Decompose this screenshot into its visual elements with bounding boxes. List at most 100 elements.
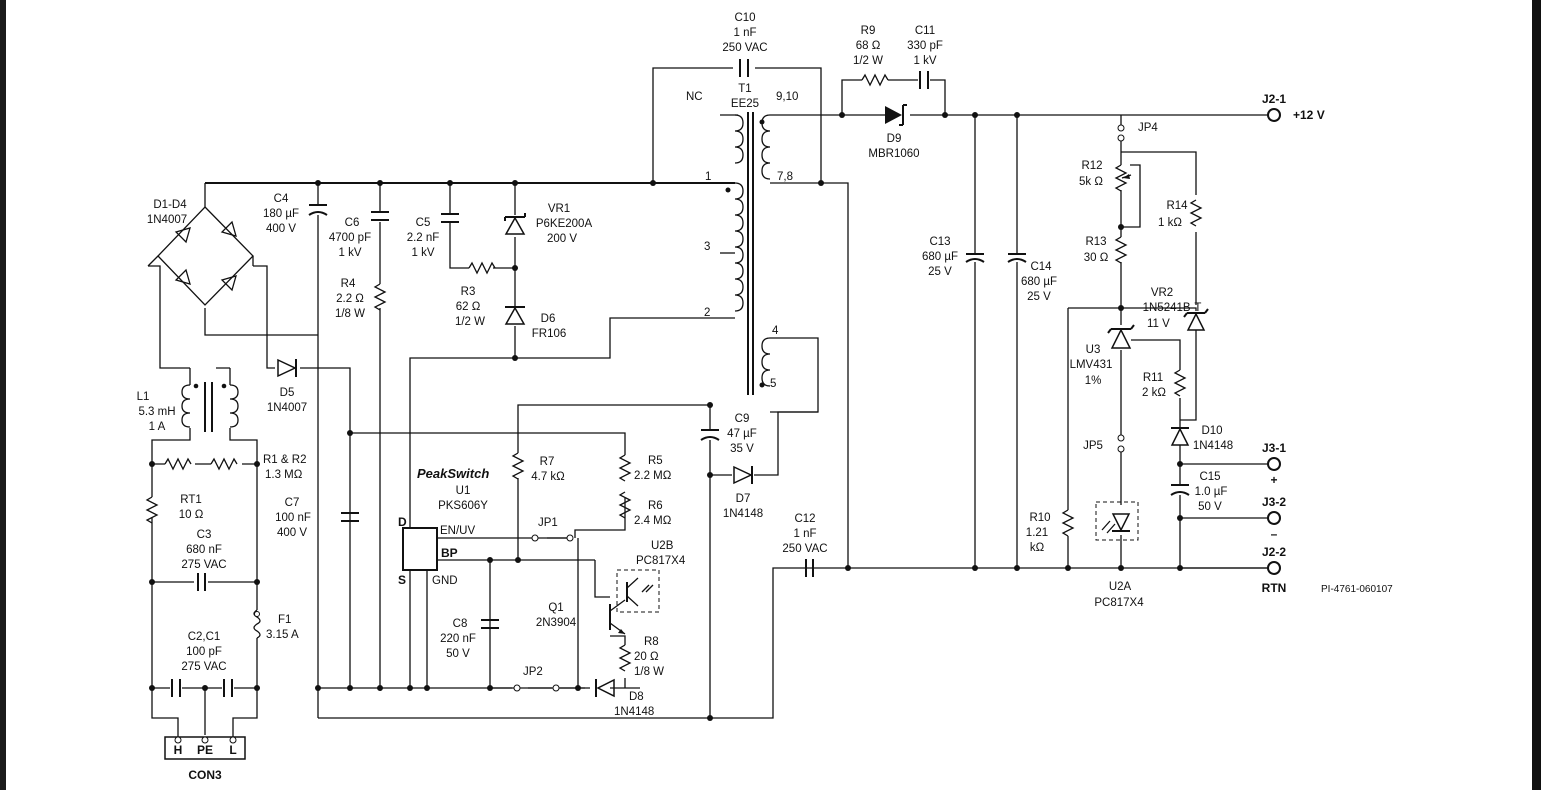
d7-ref: D7 [736, 493, 751, 505]
u2b-part: PC817X4 [636, 555, 686, 567]
l1-value: 5.3 mH [138, 406, 175, 418]
c8-value: 220 nF [440, 633, 476, 645]
c8-rating: 50 V [446, 648, 470, 660]
transformer-t1-symbol [720, 112, 771, 395]
c5-value: 2.2 nF [407, 232, 440, 244]
r7-value: 4.7 kΩ [531, 471, 565, 483]
c14-ref: C14 [1030, 261, 1052, 273]
r9-power: 1/2 W [853, 55, 883, 67]
t1-pin-9-10: 9,10 [776, 91, 798, 103]
r12-value: 5k Ω [1079, 176, 1103, 188]
t1-core: EE25 [731, 98, 759, 110]
t1-pin-7-8: 7,8 [777, 171, 793, 183]
u3-part: LMV431 [1070, 359, 1113, 371]
r3-value: 62 Ω [456, 301, 481, 313]
c10-value: 1 nF [733, 27, 756, 39]
r3-power: 1/2 W [455, 316, 485, 328]
diode-d8-symbol [595, 678, 615, 698]
potentiometer-r12-symbol [1115, 164, 1132, 192]
r10-ref: R10 [1029, 512, 1050, 524]
u1-pin-enuv: EN/UV [440, 525, 475, 537]
resistor-r14-symbol [1190, 199, 1202, 227]
c7-rating: 400 V [277, 527, 307, 539]
r8-ref: R8 [644, 636, 659, 648]
r5-ref: R5 [648, 455, 663, 467]
resistor-r3-symbol [468, 262, 496, 274]
c11-value: 330 pF [907, 40, 943, 52]
c6-rating: 1 kV [338, 247, 361, 259]
u1-ref: U1 [456, 485, 471, 497]
j2-2-rtn: RTN [1262, 581, 1287, 595]
c7-ref: C7 [285, 497, 300, 509]
jumper-jp4-symbol [1117, 124, 1125, 142]
r10-value: 1.21 [1026, 527, 1048, 539]
t1-ref: T1 [738, 83, 751, 95]
c13-value: 680 µF [922, 251, 958, 263]
r8-value: 20 Ω [634, 651, 659, 663]
optocoupler-u2b-symbol [616, 569, 660, 613]
r4-ref: R4 [341, 278, 356, 290]
c12-rating: 250 VAC [782, 543, 827, 555]
c4-value: 180 µF [263, 208, 299, 220]
c15-rating: 50 V [1198, 501, 1222, 513]
inductor-l1-symbol [181, 382, 239, 432]
d10-ref: D10 [1201, 425, 1222, 437]
r7-ref: R7 [540, 456, 555, 468]
capacitor-c8-symbol [481, 619, 499, 629]
t1-pin-2: 2 [704, 307, 710, 319]
j3-2-polarity: – [1271, 527, 1278, 541]
diode-d10-symbol [1170, 427, 1190, 446]
d10-part: 1N4148 [1193, 440, 1233, 452]
diode-d6-symbol [504, 306, 526, 325]
capacitor-c14-symbol [1007, 253, 1027, 263]
c5-ref: C5 [416, 217, 431, 229]
c6-value: 4700 pF [329, 232, 371, 244]
u2a-part: PC817X4 [1094, 597, 1144, 609]
c15-value: 1.0 µF [1195, 486, 1228, 498]
diode-d7-symbol [733, 465, 753, 485]
con3-pin-l: L [229, 743, 236, 757]
capacitor-c7-symbol [341, 512, 359, 522]
d7-part: 1N4148 [723, 508, 763, 520]
t1-pin-1: 1 [705, 171, 711, 183]
optocoupler-u2a-symbol [1095, 501, 1139, 541]
resistor-r13-symbol [1115, 236, 1127, 264]
c11-rating: 1 kV [913, 55, 936, 67]
wires [148, 67, 1268, 737]
resistor-r7-symbol [512, 452, 524, 480]
capacitor-c6-symbol [371, 211, 389, 221]
j3-1-ref: J3-1 [1262, 441, 1286, 455]
capacitor-c2-symbol [171, 679, 181, 697]
vr1-part: P6KE200A [536, 218, 593, 230]
con3-pin-h: H [174, 743, 183, 757]
r9-value: 68 Ω [856, 40, 881, 52]
u1-pin-gnd: GND [432, 575, 458, 587]
d6-part: FR106 [532, 328, 567, 340]
r13-ref: R13 [1085, 236, 1106, 248]
bridge-rectifier-d1-d4-symbol [147, 206, 254, 306]
jumper-jp2-symbol [513, 684, 560, 692]
r11-value: 2 kΩ [1142, 387, 1166, 399]
jp5-ref: JP5 [1083, 440, 1103, 452]
c4-ref: C4 [274, 193, 289, 205]
right-border [1532, 0, 1541, 790]
f1-ref: F1 [278, 614, 291, 626]
r1-r2-ref: R1 & R2 [263, 454, 306, 466]
jp1-ref: JP1 [538, 517, 558, 529]
c13-rating: 25 V [928, 266, 952, 278]
capacitor-c1-symbol [223, 679, 233, 697]
c11-ref: C11 [915, 25, 935, 37]
u1-pin-d: D [398, 515, 407, 529]
capacitor-c5-symbol [441, 213, 459, 223]
vr2-rating: 11 V [1147, 318, 1170, 330]
r9-ref: R9 [861, 25, 876, 37]
d1-d4-part: 1N4007 [147, 214, 187, 226]
u1-pin-bp: BP [441, 546, 458, 560]
r14-ref: R14 [1166, 200, 1188, 212]
u2b-ref: U2B [651, 540, 674, 552]
d1-d4-ref: D1-D4 [153, 199, 187, 211]
c10-ref: C10 [734, 12, 755, 24]
r5-value: 2.2 MΩ [634, 470, 672, 482]
c9-ref: C9 [735, 413, 750, 425]
jumper-jp5-symbol [1117, 434, 1125, 453]
